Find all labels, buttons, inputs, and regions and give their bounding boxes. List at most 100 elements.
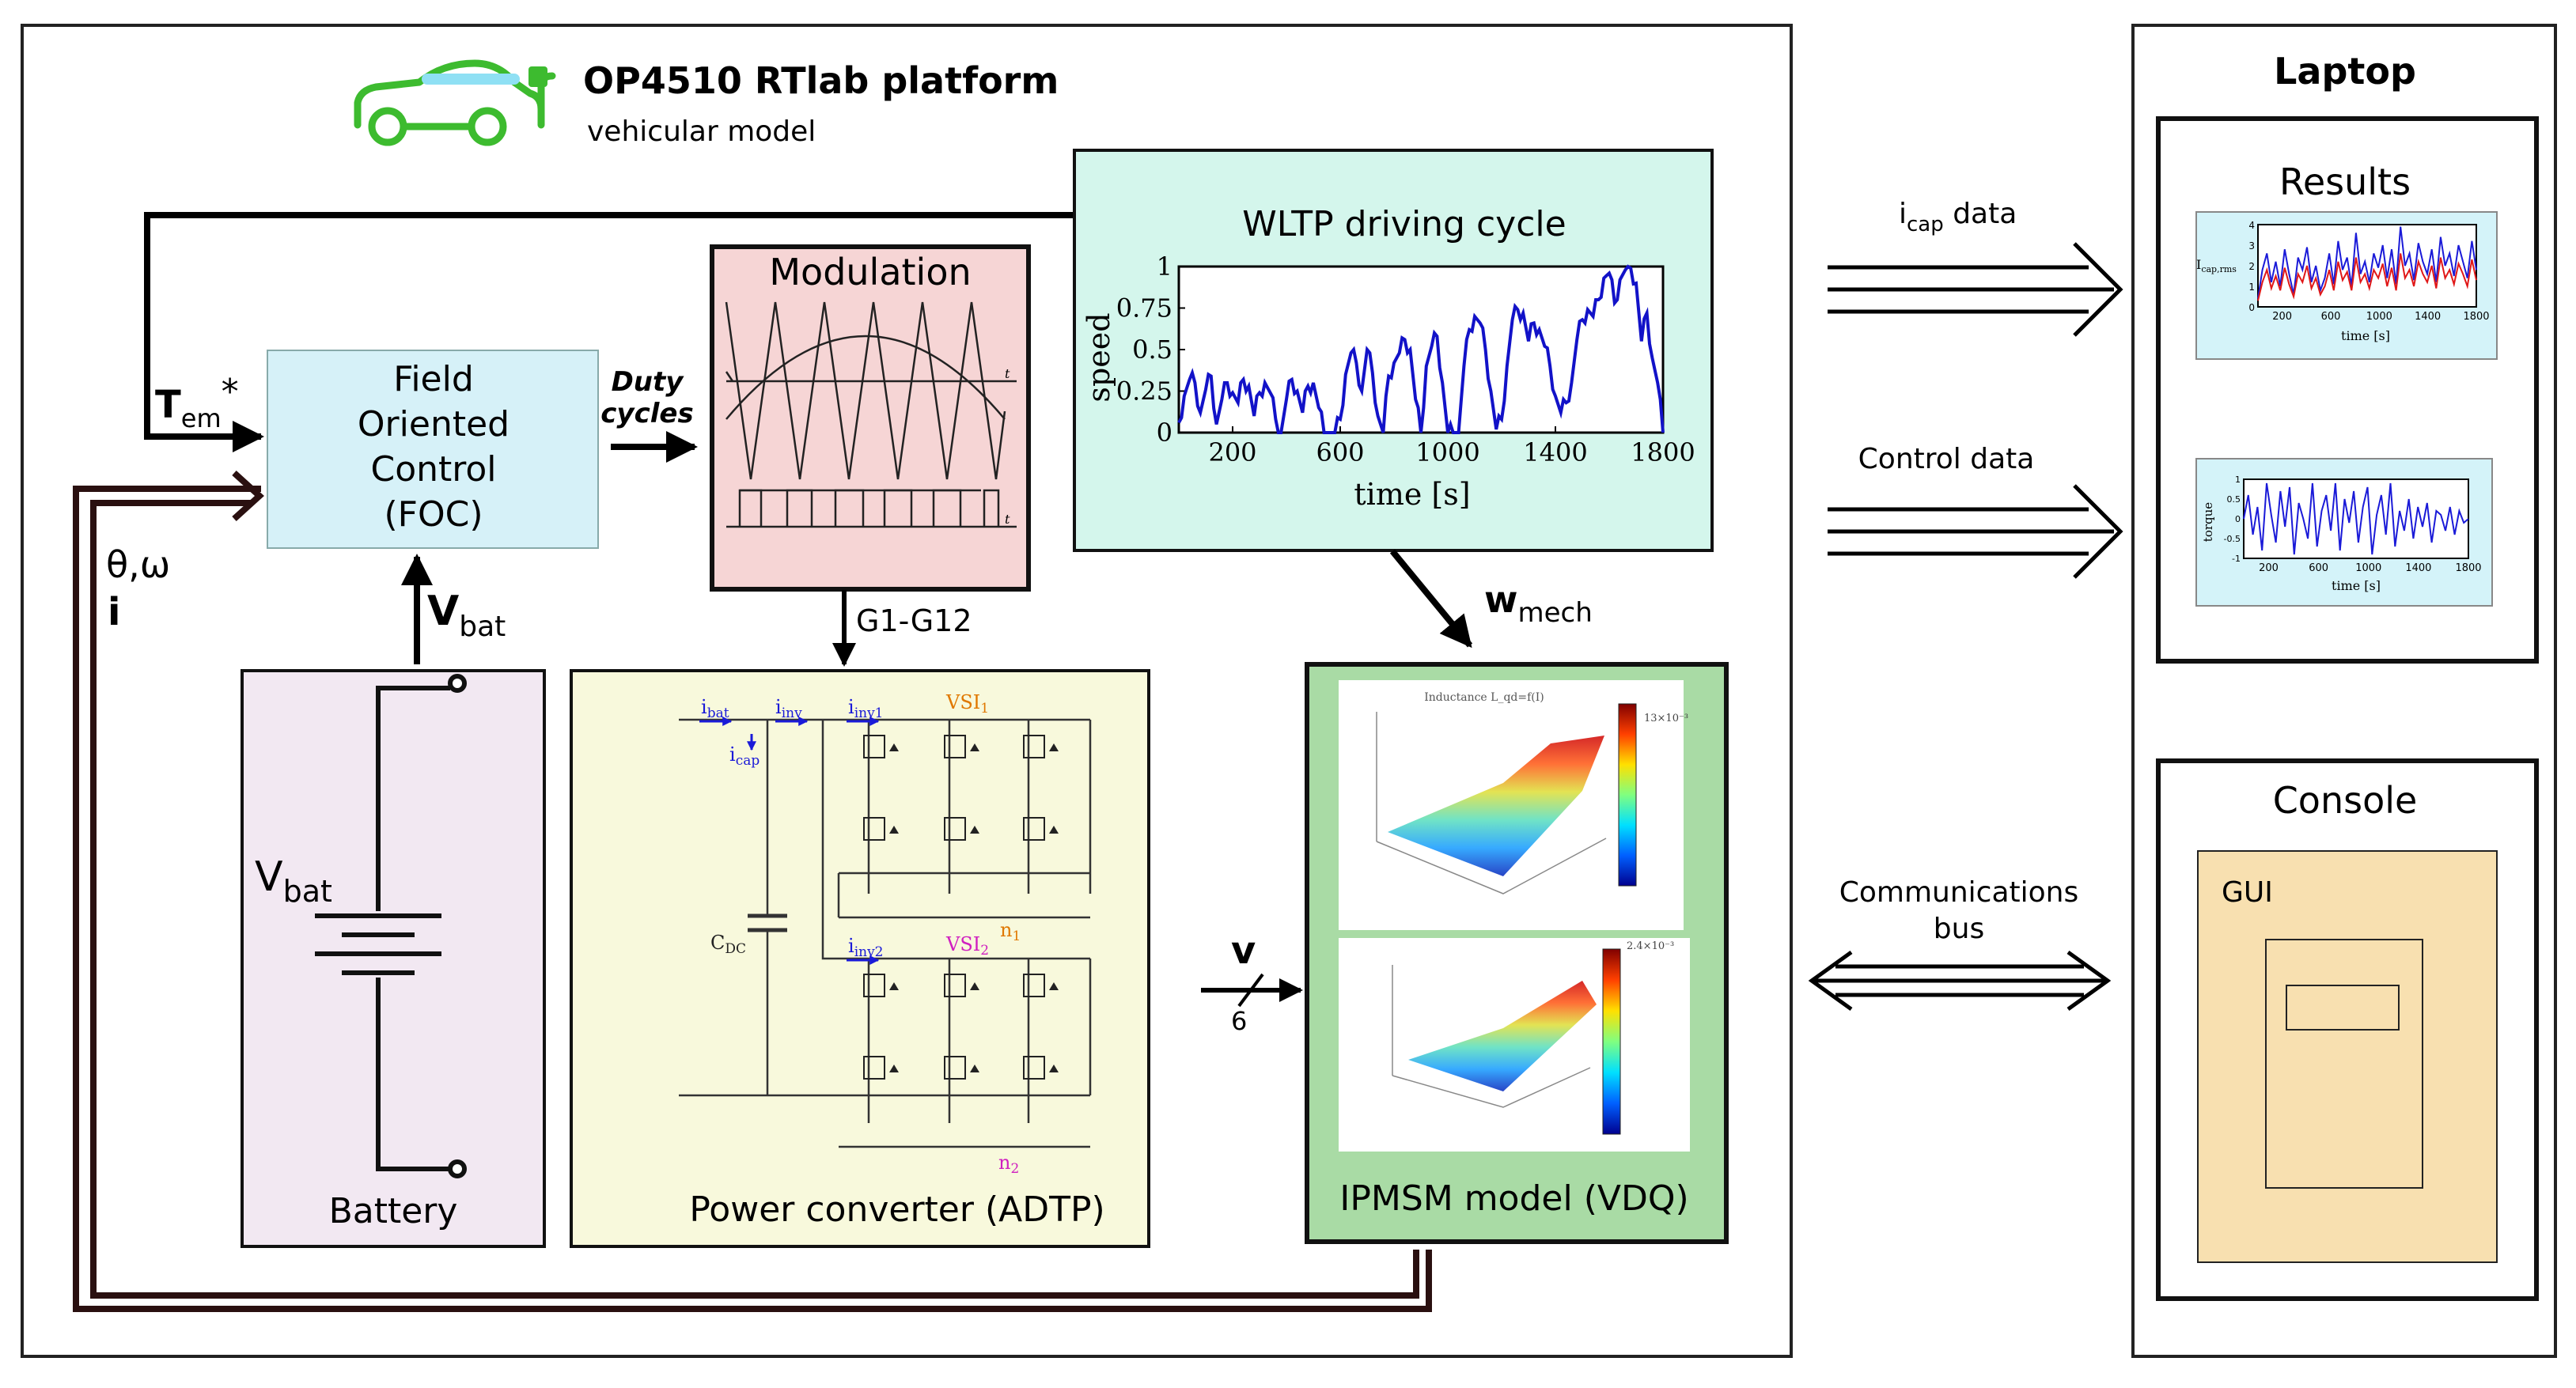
switch-diode bbox=[970, 826, 979, 834]
switch-diode bbox=[889, 743, 899, 751]
torque-reference-label: Tem* bbox=[155, 372, 239, 433]
gui-window bbox=[2197, 850, 2498, 1263]
switch-igbt bbox=[863, 974, 885, 997]
switch-igbt bbox=[1023, 974, 1045, 997]
results-plot2-xtick: 600 bbox=[2309, 562, 2328, 574]
modulation-title: Modulation bbox=[769, 251, 971, 293]
results-plot1-line bbox=[2257, 253, 2477, 301]
results-plot1-ytick: 2 bbox=[2248, 261, 2255, 272]
converter-labels: ibat iinv iinv1 iinv2 icap VSI1 VSI2 CDC… bbox=[701, 691, 1021, 1177]
power-converter-title: Power converter (ADTP) bbox=[689, 1189, 1104, 1230]
results-plot1-ytick: 1 bbox=[2248, 282, 2255, 293]
modulation-axis-t1: t bbox=[1005, 366, 1010, 381]
bus-slash bbox=[1237, 973, 1264, 1008]
ipmsm-colorbar2-label: 2.4×10⁻³ bbox=[1627, 940, 1674, 952]
switch-diode bbox=[1049, 982, 1059, 990]
results-plot1-xtick: 1000 bbox=[2366, 311, 2392, 323]
results-plot2-ytick: 1 bbox=[2235, 475, 2241, 485]
wltp-xlabel: time [s] bbox=[1354, 477, 1470, 512]
battery-block bbox=[241, 669, 546, 1248]
torque-reference-wire bbox=[144, 212, 1076, 452]
switch-diode bbox=[1049, 1065, 1059, 1072]
control-data-label: Control data bbox=[1858, 443, 2035, 475]
switch-diode bbox=[889, 1065, 899, 1072]
switch-igbt bbox=[944, 817, 966, 841]
results-plot2-ytick: -1 bbox=[2232, 554, 2241, 564]
results-plot2-ytick: 0 bbox=[2235, 514, 2241, 524]
feedback-bus-outer bbox=[73, 486, 1432, 1312]
ipmsm-plot1-title: Inductance L_qd=f(I) bbox=[1424, 691, 1544, 704]
wltp-speed-line bbox=[1177, 264, 1665, 434]
ipmsm-colorbar1-label: 13×10⁻³ bbox=[1644, 713, 1688, 724]
wltp-xtick-label: 1400 bbox=[1523, 437, 1587, 467]
results-plot2-xtick: 200 bbox=[2259, 562, 2279, 574]
svg-text:icap: icap bbox=[729, 743, 760, 769]
wltp-ytick-label: 0.75 bbox=[1116, 293, 1172, 323]
switch-igbt bbox=[944, 974, 966, 997]
switch-diode bbox=[1049, 743, 1059, 751]
switch-diode bbox=[1049, 826, 1059, 834]
wltp-xtick-label: 600 bbox=[1316, 437, 1364, 467]
svg-text:n1: n1 bbox=[1000, 919, 1021, 944]
voltage-bus-label: v bbox=[1231, 928, 1256, 973]
switch-igbt bbox=[1023, 735, 1045, 758]
inductance-axes bbox=[1376, 712, 1607, 894]
wltp-speed-series bbox=[1177, 264, 1665, 434]
current-i-label: i bbox=[108, 590, 120, 634]
results-plot1-ytick: 3 bbox=[2248, 240, 2255, 252]
wltp-ytick-label: 1 bbox=[1157, 252, 1172, 282]
results-plot1-xtick: 200 bbox=[2272, 311, 2292, 323]
inductance-colorbar bbox=[1618, 703, 1637, 887]
comm-bus-label-1: Communications bbox=[1839, 876, 2079, 909]
foc-label-4: (FOC) bbox=[385, 494, 483, 535]
gui-label: GUI bbox=[2222, 876, 2273, 909]
console-title: Console bbox=[2273, 779, 2418, 822]
gui-inner-widget bbox=[2286, 985, 2400, 1031]
ipmsm-surfaces bbox=[1376, 703, 1637, 1135]
switch-igbt bbox=[1023, 1056, 1045, 1080]
foc-label-3: Control bbox=[370, 449, 496, 490]
results-plot2-xtick: 1000 bbox=[2355, 562, 2381, 574]
switch-igbt bbox=[944, 1056, 966, 1080]
switch-igbt bbox=[863, 735, 885, 758]
wltp-ytick-label: 0 bbox=[1157, 418, 1172, 448]
bus-width-label: 6 bbox=[1231, 1006, 1247, 1036]
results-plot2-xtick: 1400 bbox=[2405, 562, 2431, 574]
results-plot1-ytick: 4 bbox=[2248, 220, 2255, 231]
results-plot2-ytick: -0.5 bbox=[2224, 534, 2241, 544]
switch-igbt bbox=[863, 1056, 885, 1080]
converter-switches bbox=[863, 735, 1059, 1080]
foc-label-2: Oriented bbox=[358, 404, 510, 444]
inductance-surface bbox=[1388, 736, 1604, 876]
svg-text:VSI2: VSI2 bbox=[945, 933, 989, 959]
wltp-xtick-label: 1000 bbox=[1415, 437, 1479, 467]
feedback-bus-tip bbox=[232, 471, 264, 521]
gate-signals-label: G1-G12 bbox=[856, 603, 972, 638]
switch-igbt bbox=[944, 735, 966, 758]
modulation-block bbox=[710, 244, 1031, 592]
theta-omega-label: θ,ω bbox=[106, 543, 170, 586]
results-plot1-xtick: 600 bbox=[2321, 311, 2341, 323]
switch-diode bbox=[970, 743, 979, 751]
switch-diode bbox=[970, 982, 979, 990]
results-plot1-ytick: 0 bbox=[2248, 302, 2255, 313]
switch-igbt bbox=[863, 817, 885, 841]
results-plot1-xtick: 1800 bbox=[2463, 311, 2489, 323]
switch-diode bbox=[889, 826, 899, 834]
wltp-ytick-label: 0.25 bbox=[1116, 376, 1172, 407]
feedback-bus-inner bbox=[90, 500, 1419, 1299]
svg-text:iinv2: iinv2 bbox=[848, 935, 884, 960]
results-title: Results bbox=[2279, 161, 2411, 203]
battery-label: Battery bbox=[329, 1191, 458, 1231]
results-plot1-area bbox=[2257, 224, 2477, 308]
battery-voltage-label: Vbat bbox=[255, 853, 332, 909]
results-plot1-line bbox=[2257, 226, 2477, 299]
switch-diode bbox=[970, 1065, 979, 1072]
results-plot1-xlabel: time [s] bbox=[2341, 328, 2390, 343]
results-plot1-ylabel: Icap,rms bbox=[2196, 257, 2237, 274]
platform-title: OP4510 RTlab platform bbox=[583, 59, 1059, 102]
ipmsm-title: IPMSM model (VDQ) bbox=[1339, 1178, 1688, 1219]
control-data-link bbox=[1828, 484, 2123, 579]
